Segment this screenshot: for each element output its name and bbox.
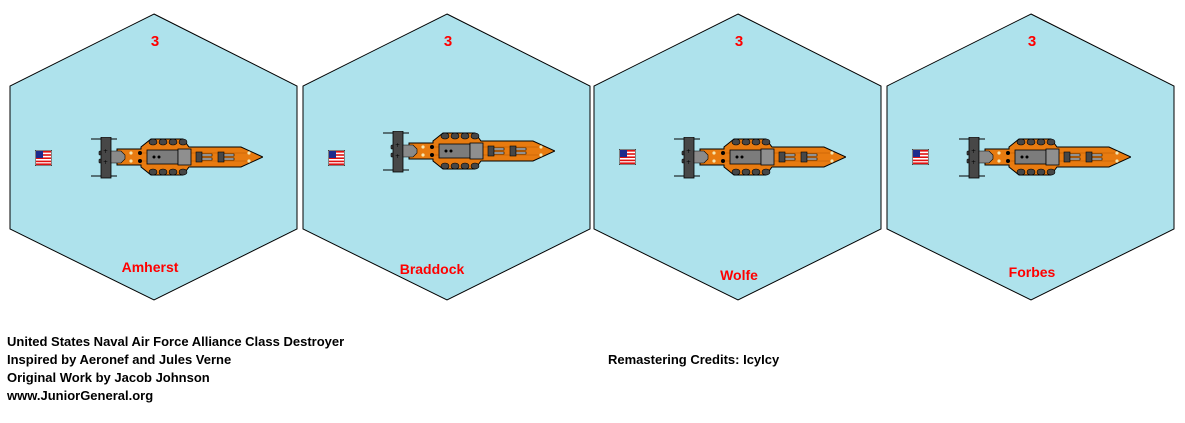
- us-flag-icon: [328, 150, 345, 166]
- counter-2-name: Braddock: [399, 261, 465, 277]
- us-flag-icon: [619, 149, 636, 165]
- credits-title: United States Naval Air Force Alliance C…: [7, 334, 345, 349]
- counter-3-number: 3: [734, 33, 744, 50]
- destroyer-ship-icon: [383, 131, 555, 173]
- credits-block: United States Naval Air Force Alliance C…: [7, 333, 344, 405]
- counter-1-name: Amherst: [121, 259, 179, 275]
- credits-website: www.JuniorGeneral.org: [7, 388, 154, 403]
- destroyer-ship-icon: [91, 137, 263, 179]
- counter-4-name: Forbes: [1008, 264, 1056, 280]
- counter-3-name: Wolfe: [720, 267, 758, 283]
- us-flag-icon: [912, 149, 929, 165]
- credits-inspiration: Inspired by Aeronef and Jules Verne: [7, 352, 232, 367]
- counter-1-number: 3: [150, 33, 160, 50]
- credits-author: Original Work by Jacob Johnson: [7, 370, 210, 385]
- destroyer-ship-icon: [959, 137, 1131, 179]
- destroyer-ship-icon: [674, 137, 846, 179]
- us-flag-icon: [35, 150, 52, 166]
- counter-4-number: 3: [1027, 33, 1037, 50]
- counter-2-number: 3: [443, 33, 453, 50]
- remastering-credits: Remastering Credits: IcyIcy: [608, 352, 780, 367]
